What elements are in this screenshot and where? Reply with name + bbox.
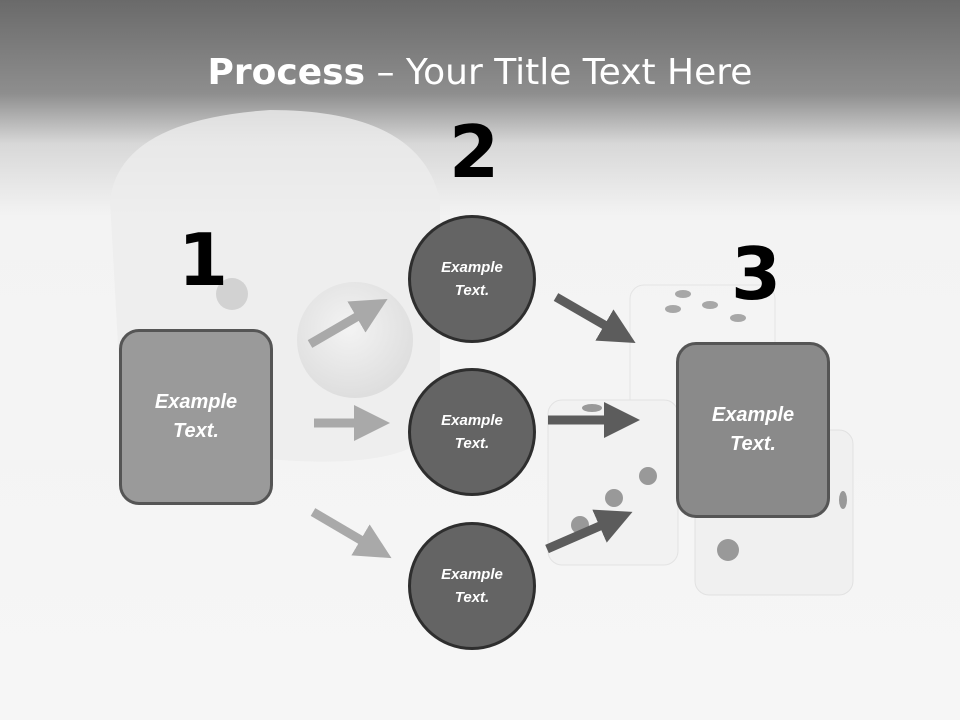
title-bold: Process [207, 52, 366, 93]
step-number-3: 3 [731, 232, 782, 316]
arrow-circle-3-to-3 [545, 509, 633, 554]
arrow-1-to-circle-3 [310, 508, 392, 559]
slide-title: Process – Your Title Text Here [0, 52, 960, 93]
circle-1: Example Text. [408, 215, 536, 343]
circle-3-line2: Text. [454, 589, 490, 606]
circle-2-line1: Example [441, 412, 503, 429]
circle-3: Example Text. [408, 522, 536, 650]
step-1-line2: Text. [173, 420, 219, 442]
step-3-box: Example Text. [676, 342, 830, 518]
circle-1-line2: Text. [454, 282, 490, 299]
arrow-1-to-circle-1 [307, 298, 388, 348]
step-number-2: 2 [449, 110, 500, 194]
step-number-1: 1 [178, 218, 229, 302]
step-3-line1: Example [711, 404, 795, 426]
step-3-line2: Text. [730, 433, 776, 455]
step-1-box: Example Text. [119, 329, 273, 505]
step-1-line1: Example [154, 391, 238, 413]
circle-2: Example Text. [408, 368, 536, 496]
circle-1-line1: Example [441, 259, 503, 276]
circle-2-line2: Text. [454, 435, 490, 452]
circle-3-line1: Example [441, 566, 503, 583]
arrow-circle-1-to-3 [553, 293, 636, 344]
title-rest: – Your Title Text Here [365, 52, 753, 93]
